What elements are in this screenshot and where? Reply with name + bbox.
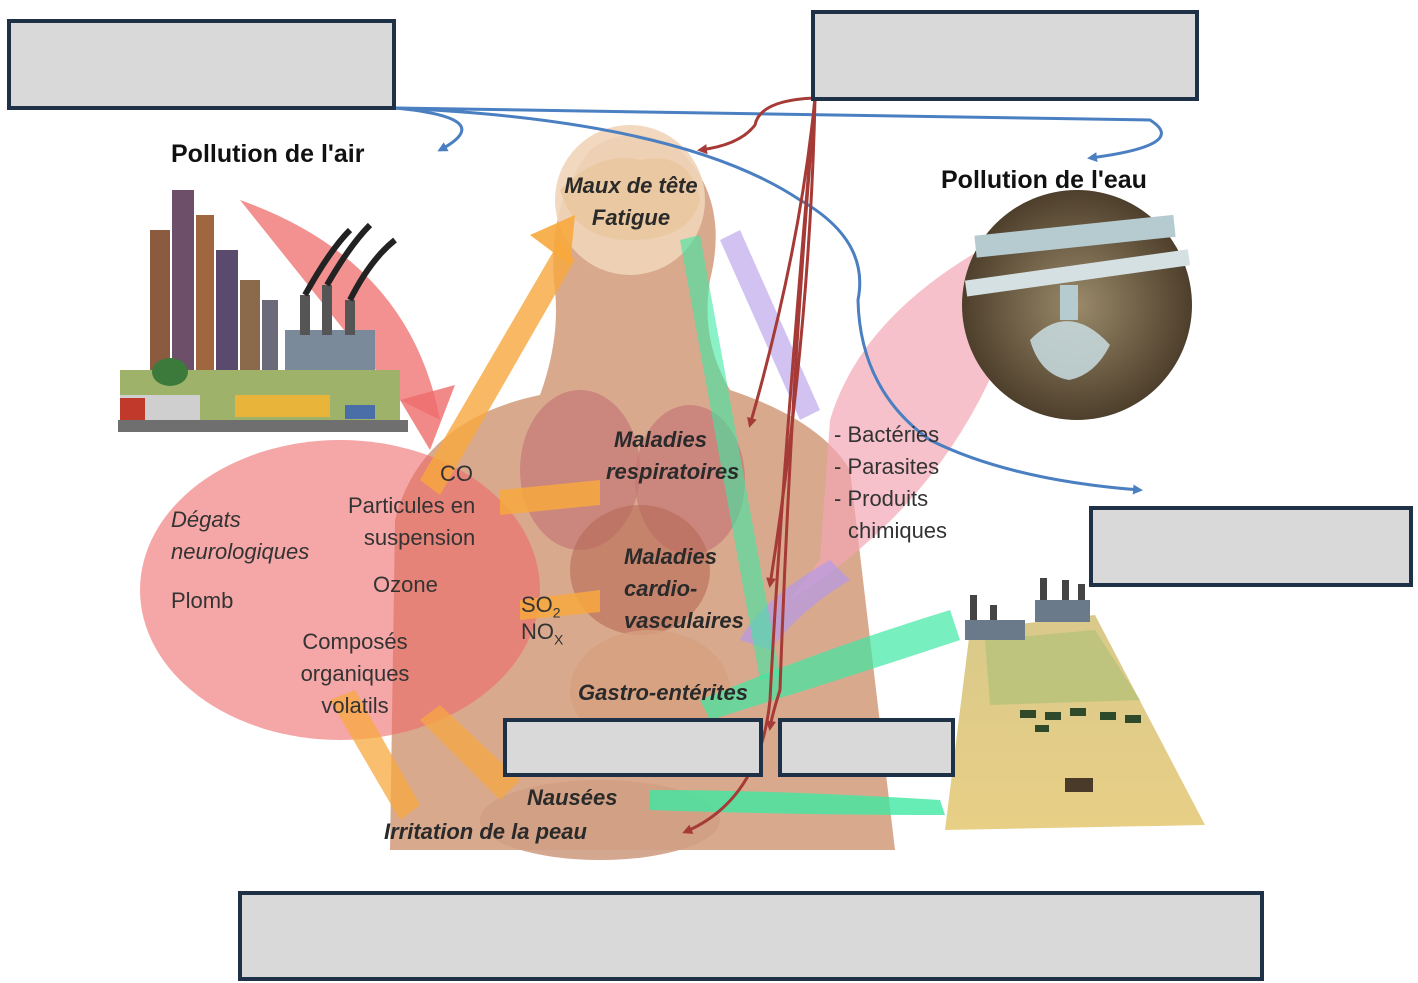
so2-base: SO [521, 592, 553, 617]
water-pollution-flow [650, 230, 1010, 815]
ozone-label: Ozone [373, 572, 438, 597]
illness-nausea: Nausées [527, 785, 618, 810]
neuro-damage-line2: neurologiques [171, 539, 310, 564]
blue-connectors [394, 106, 1163, 495]
blank-box-mid-left[interactable] [503, 718, 763, 777]
bacteria-label: - Bactéries [834, 422, 940, 447]
illness-cardio-line3: vasculaires [624, 608, 744, 633]
air-pollution-flow [140, 200, 600, 820]
blank-box-top-left[interactable] [7, 19, 396, 110]
illness-headache-line2: Fatigue [591, 205, 671, 230]
neuro-damage-line1: Dégats [171, 507, 241, 532]
nox-base: NO [521, 619, 554, 644]
illness-skin: Irritation de la peau [384, 819, 587, 844]
illness-gastro: Gastro-entérites [578, 680, 748, 705]
water-pollution-title: Pollution de l'eau [941, 166, 1147, 194]
blank-box-right[interactable] [1089, 506, 1413, 587]
so2-sub: 2 [552, 604, 561, 621]
illness-respiratory-line2: respiratoires [606, 459, 740, 484]
voc-label: Composés organiques volatils [290, 626, 420, 722]
voc-line2: organiques [300, 661, 410, 686]
nox-label: NOX [521, 621, 563, 650]
farm-illustration [945, 578, 1205, 830]
illness-headache-line1: Maux de tête [564, 173, 698, 198]
illness-respiratory-line1: Maladies [614, 427, 707, 452]
voc-line3: volatils [321, 693, 389, 718]
illness-cardio-line1: Maladies [624, 544, 717, 569]
blank-box-mid-right[interactable] [778, 718, 955, 777]
particles-line2: suspension [363, 525, 476, 550]
illness-headache: Maux de tête Fatigue [548, 170, 714, 234]
air-pollution-title: Pollution de l'air [171, 140, 365, 168]
neuro-damage-label: Dégats neurologiques [171, 504, 309, 568]
voc-line1: Composés [302, 629, 408, 654]
so2-label: SO2 [521, 594, 561, 623]
illness-cardio-line2: cardio- [624, 576, 698, 601]
blank-box-top-right[interactable] [811, 10, 1199, 101]
illness-respiratory: Maladies respiratoires [606, 424, 772, 488]
particles-label: Particules en suspension [348, 490, 475, 554]
illness-cardio: Maladies cardio- vasculaires [624, 541, 774, 637]
city-illustration [118, 190, 408, 432]
particles-line1: Particules en [348, 493, 476, 518]
water-illustration [962, 190, 1192, 420]
chemicals-label-line2: chimiques [848, 518, 948, 543]
blank-box-bottom[interactable] [238, 891, 1264, 981]
water-pollutants-list: - Bactéries - Parasites - Produits chimi… [834, 419, 947, 547]
nox-sub: X [554, 631, 564, 648]
lead-label: Plomb [171, 588, 234, 613]
chemicals-label-line1: - Produits [834, 486, 929, 511]
parasites-label: - Parasites [834, 454, 940, 479]
red-connectors [682, 96, 817, 834]
co-label: CO [440, 461, 473, 486]
